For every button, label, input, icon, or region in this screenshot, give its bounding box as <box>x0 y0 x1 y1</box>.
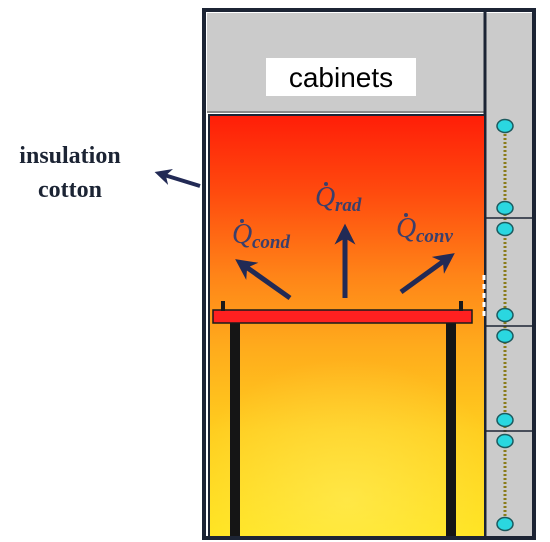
chain-bead <box>496 307 514 323</box>
q-cond-label: Q cond <box>232 219 291 253</box>
chain-bead <box>496 516 514 532</box>
q-rad-label: Q rad <box>315 182 362 216</box>
insulation-label-line1: insulation <box>19 143 120 169</box>
q-cond-dot <box>240 219 244 223</box>
q-rad-dot <box>324 182 328 186</box>
q-conv-label: Q conv <box>396 213 454 247</box>
table-leg-left <box>230 322 240 536</box>
q-rad-subscript: rad <box>335 195 362 216</box>
chain-bead <box>496 412 514 428</box>
q-rad-symbol: Q <box>315 182 335 213</box>
q-conv-subscript: conv <box>416 226 454 247</box>
chain-bead <box>496 433 514 449</box>
table-top <box>212 309 473 324</box>
q-cond-subscript: cond <box>252 232 291 253</box>
chain-bead <box>496 118 514 134</box>
q-conv-dot <box>404 213 408 217</box>
cabinets-label-box <box>266 58 416 96</box>
chain-bead <box>496 328 514 344</box>
q-cond-symbol: Q <box>232 219 252 250</box>
chain-assembly <box>486 118 532 532</box>
chain-bead <box>496 221 514 237</box>
convection-arrow <box>399 253 455 295</box>
side-column <box>486 13 532 536</box>
insulation-label-line2: cotton <box>38 177 102 203</box>
chain-bead <box>496 200 514 216</box>
q-conv-symbol: Q <box>396 213 416 244</box>
conduction-arrow <box>235 259 292 301</box>
insulation-arrow <box>154 168 201 188</box>
cabinets-label: cabinets <box>289 62 393 93</box>
table-leg-right <box>446 322 456 536</box>
